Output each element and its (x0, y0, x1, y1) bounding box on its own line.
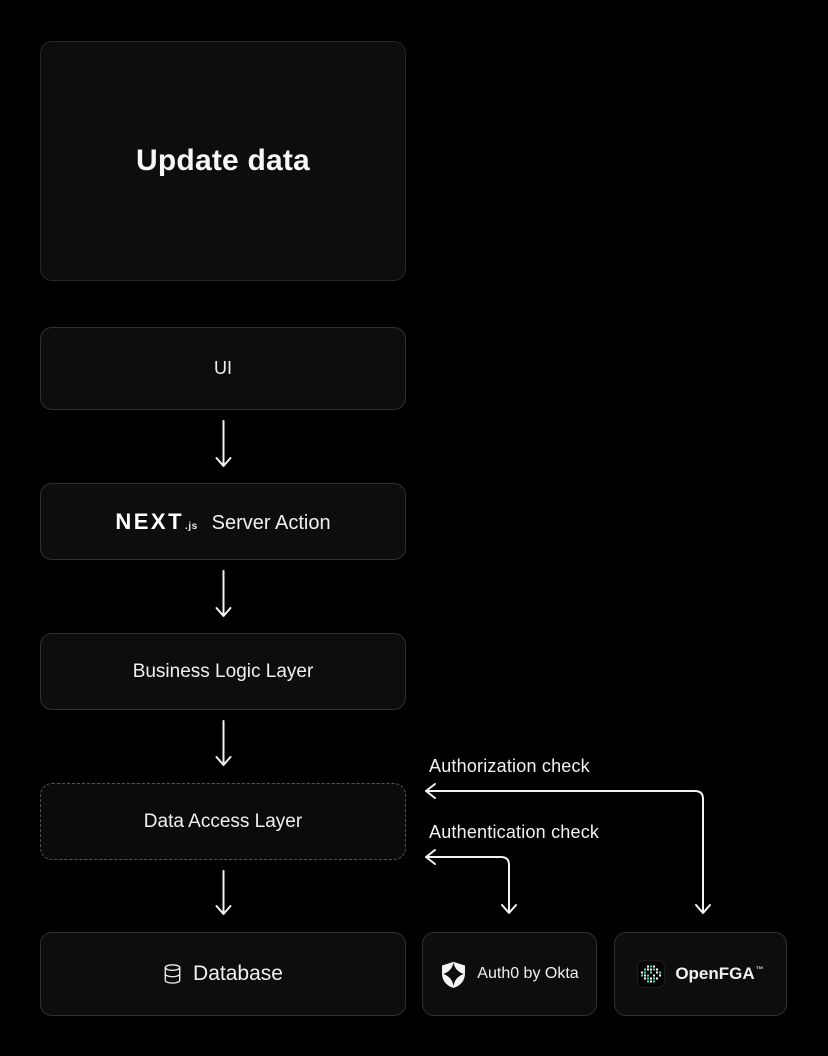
database-label: Database (193, 962, 283, 985)
openfga-box: OpenFGA™ (614, 932, 787, 1016)
update-data-label: Update data (136, 144, 310, 177)
nextjs-logo-suffix: .js (185, 520, 198, 532)
business-logic-layer-label: Business Logic Layer (132, 660, 314, 682)
arrow-authorization-check (425, 783, 711, 914)
arrow-business-logic-to-data-access (215, 720, 232, 766)
data-access-layer-label: Data Access Layer (143, 810, 303, 832)
authorization-check-label: Authorization check (429, 756, 590, 776)
arrow-authentication-check (425, 849, 517, 914)
openfga-content: OpenFGA™ (637, 960, 764, 988)
arrow-data-access-to-database (215, 870, 232, 915)
update-data-box: Update data (40, 41, 406, 281)
openfga-label: OpenFGA™ (675, 964, 764, 983)
auth0-content: Auth0 by Okta (440, 961, 579, 988)
ui-label: UI (214, 358, 232, 378)
ui-box: UI (40, 327, 406, 410)
auth0-shield-icon (440, 961, 467, 988)
data-access-layer-box: Data Access Layer (40, 783, 406, 860)
business-logic-layer-box: Business Logic Layer (40, 633, 406, 710)
openfga-trademark: ™ (755, 965, 764, 975)
database-icon (163, 963, 182, 985)
database-content: Database (163, 962, 283, 986)
authentication-check-label: Authentication check (429, 822, 600, 842)
auth0-box: Auth0 by Okta (422, 932, 597, 1016)
openfga-logo-icon (637, 960, 666, 988)
nextjs-logo: NEXT (115, 508, 185, 534)
server-action-box: NEXT.js Server Action (40, 483, 406, 560)
arrow-server-action-to-business-logic (215, 570, 232, 617)
arrow-ui-to-server-action (215, 420, 232, 467)
server-action-label: Server Action (211, 511, 331, 534)
auth0-label: Auth0 by Okta (477, 965, 579, 982)
server-action-content: NEXT.js Server Action (115, 509, 330, 535)
database-box: Database (40, 932, 406, 1016)
